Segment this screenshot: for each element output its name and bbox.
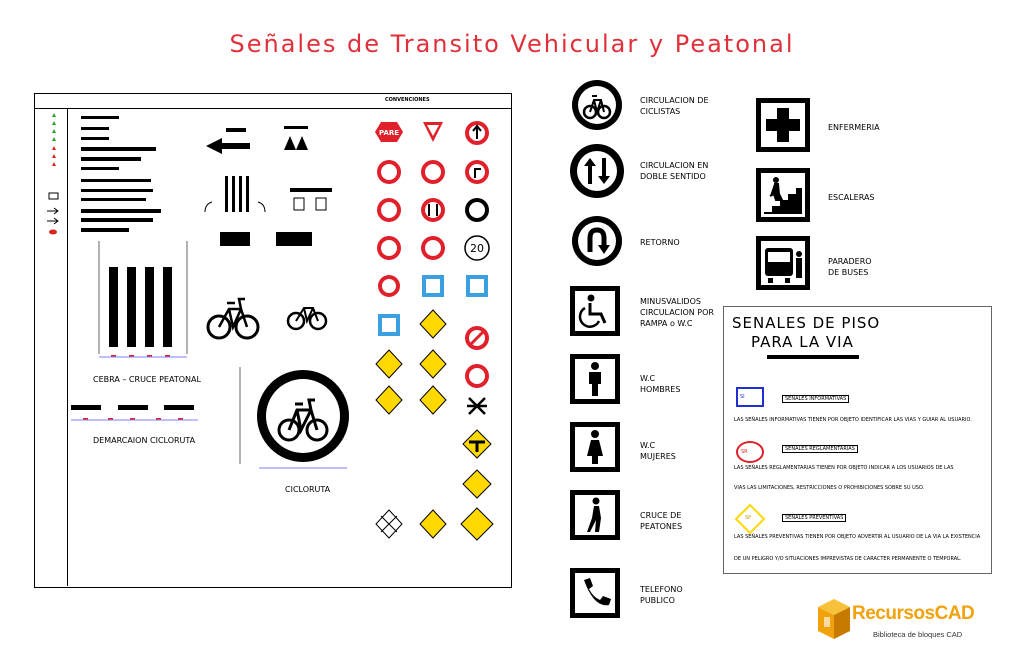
sign-label-hombres: W.C HOMBRES — [640, 374, 681, 394]
sign-label-doble-sentido: CIRCULACION EN DOBLE SENTIDO — [640, 161, 709, 181]
man-icon — [570, 354, 620, 404]
preventive-sign-icon — [734, 503, 766, 535]
demarcacion-drawing — [71, 405, 198, 421]
bicycle-drawing-right — [286, 307, 328, 331]
wheelchair-icon — [570, 286, 620, 336]
preventive-text-2: DE UN PELIGRO Y/O SITUACIONES IMPREVISTA… — [734, 556, 962, 562]
brand-tagline: Biblioteca de bloques CAD — [873, 630, 963, 639]
senales-piso-panel: SENALES DE PISO PARA LA VIA SI SEÑALES I… — [723, 306, 992, 574]
regulatory-sign-icon: SR — [736, 441, 764, 463]
preventive-text-1: LAS SEÑALES PREVENTIVAS TIENEN POR OBJET… — [734, 534, 981, 540]
sign-label-retorno: RETORNO — [640, 238, 680, 247]
cebra-drawing — [98, 241, 188, 358]
speed-20-text: 20 — [470, 242, 484, 255]
sign-label-mujeres: W.C MUJERES — [640, 441, 676, 461]
service-label-paradero: PARADERO DE BUSES — [828, 257, 872, 277]
sign-label-peatones: CRUCE DE PEATONES — [640, 511, 683, 531]
u-turn-icon — [572, 216, 622, 266]
pare-text: PARE — [379, 129, 399, 137]
bicycle-circle-icon — [572, 80, 622, 130]
cebra-label: CEBRA – CRUCE PEATONAL — [93, 375, 201, 384]
regulatory-text-1: LAS SEÑALES REGLAMENTARIAS TIENEN POR OB… — [734, 465, 954, 471]
cicloruta-label: CICLORUTA — [285, 485, 331, 494]
telephone-icon — [570, 568, 620, 618]
info-text: LAS SEÑALES INFORMATIVAS TIENEN POR OBJE… — [734, 417, 972, 423]
road-marks-drawing — [204, 126, 332, 246]
stairs-icon — [756, 168, 810, 222]
piso-title-1: SENALES DE PISO — [732, 314, 881, 332]
sign-label-telefono: TELEFONO PUBLICO — [640, 585, 683, 605]
bus-stop-icon — [756, 236, 810, 290]
info-heading: SEÑALES INFORMATIVAS — [782, 395, 850, 403]
piso-title-underline — [767, 355, 859, 359]
piso-title-2: PARA LA VIA — [751, 333, 854, 351]
regulatory-text-2: VIAS LAS LIMITACIONES, RESTRICCIONES O P… — [734, 485, 925, 491]
info-sign-icon: SI — [736, 387, 764, 407]
service-label-enfermeria: ENFERMERIA — [828, 123, 880, 132]
recursoscad-logo-icon — [818, 599, 850, 639]
woman-icon — [570, 422, 620, 472]
two-way-traffic-icon — [570, 144, 624, 198]
page-title: Señales de Transito Vehicular y Peatonal — [229, 30, 795, 58]
sign-label-ciclistas: CIRCULACION DE CICLISTAS — [640, 96, 709, 116]
cad-drawing-panel: CONVENCIONES — [34, 93, 512, 588]
regulatory-heading: SEÑALES REGLAMENTARIAS — [782, 445, 858, 453]
bicycle-drawing-left — [206, 297, 260, 340]
convenciones-header: CONVENCIONES — [385, 97, 430, 103]
service-label-escaleras: ESCALERAS — [828, 193, 875, 202]
red-cross-icon — [756, 98, 810, 152]
preventive-heading: SEÑALES PREVENTIVAS — [782, 514, 847, 522]
preventive-tag: SP — [745, 515, 752, 521]
cicloruta-sign — [239, 367, 349, 469]
pedestrian-icon — [570, 490, 620, 540]
legend-symbols — [47, 113, 161, 235]
sign-label-minusvalidos: MINUSVALIDOS CIRCULACION POR RAMPA o W.C — [640, 297, 714, 328]
traffic-sign-grid: PARE 20 — [375, 121, 494, 541]
brand-name[interactable]: RecursosCAD — [852, 603, 975, 624]
demarcacion-label: DEMARCAION CICLORUTA — [93, 436, 196, 445]
